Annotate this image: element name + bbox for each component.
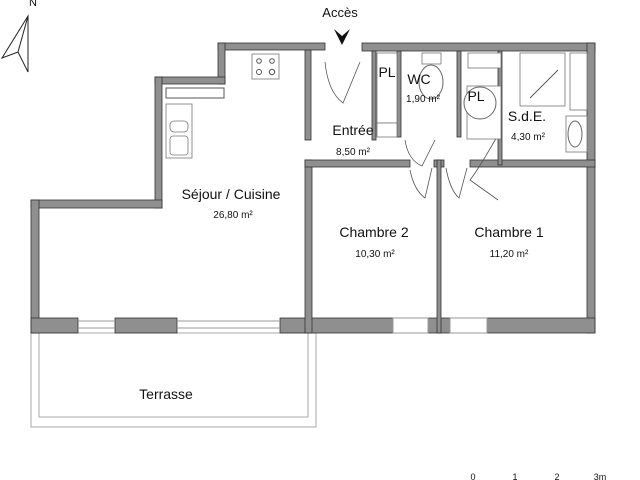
closet-label: PL bbox=[378, 64, 395, 80]
terrace bbox=[30, 332, 317, 428]
room-label-terrasse: Terrasse bbox=[139, 386, 193, 402]
room-label-chambre-1: Chambre 1 bbox=[474, 224, 543, 240]
kitchen-fixtures bbox=[165, 53, 280, 159]
room-area-sejour: 26,80 m² bbox=[213, 210, 253, 221]
room-area-chambre-1: 11,20 m² bbox=[490, 249, 529, 260]
window bbox=[449, 317, 488, 334]
room-area-sde: 4,30 m² bbox=[511, 132, 546, 143]
interior-walls bbox=[304, 49, 596, 334]
bathroom-fixtures bbox=[376, 52, 588, 153]
access-arrow-icon bbox=[334, 29, 350, 45]
scale-tick: 2 bbox=[554, 472, 559, 480]
scale-tick: 1 bbox=[512, 472, 517, 480]
toilet-icon bbox=[418, 64, 444, 100]
room-area-wc: 1,90 m² bbox=[406, 94, 441, 105]
counter bbox=[165, 87, 225, 99]
north-arrow-icon bbox=[0, 14, 29, 73]
room-label-entree: Entrée bbox=[332, 122, 373, 138]
room-label-wc: WC bbox=[407, 71, 430, 87]
access-label: Accès bbox=[322, 5, 358, 20]
water-heater-icon bbox=[463, 86, 497, 120]
scale-tick: 0 bbox=[470, 472, 475, 480]
scale-bar: 0 1 2 3m bbox=[470, 472, 606, 480]
room-label-chambre-2: Chambre 2 bbox=[339, 224, 408, 240]
doors bbox=[324, 61, 499, 201]
north-label: N bbox=[29, 0, 37, 9]
scale-tick: 3m bbox=[594, 472, 607, 480]
room-label-sde: S.d.E. bbox=[508, 108, 546, 124]
shower-icon bbox=[519, 52, 566, 107]
cooktop-icon bbox=[251, 53, 280, 80]
closet-label: PL bbox=[467, 88, 484, 104]
room-label-sejour: Séjour / Cuisine bbox=[182, 186, 281, 202]
exterior-walls bbox=[30, 42, 596, 334]
window bbox=[392, 317, 429, 334]
room-area-entree: 8,50 m² bbox=[336, 147, 371, 158]
room-area-chambre-2: 10,30 m² bbox=[355, 249, 395, 260]
